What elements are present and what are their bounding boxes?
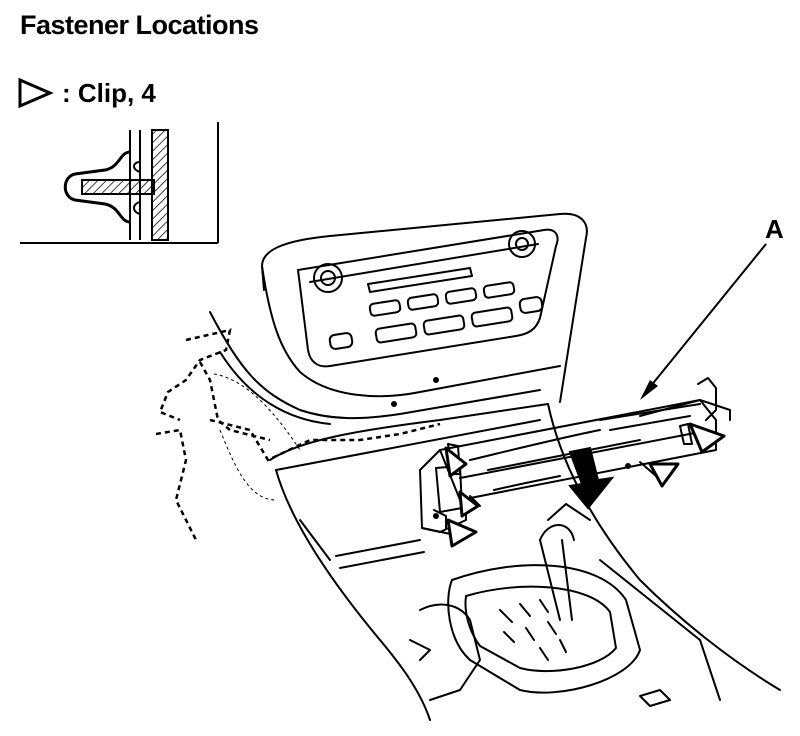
clip-marker-icon (458, 490, 480, 518)
callout-label-a: A (765, 214, 784, 244)
clip-detail-inset (20, 122, 219, 244)
clip-marker-icon (446, 518, 478, 548)
clip-triangle-icon (18, 77, 54, 109)
clip-legend: : Clip, 4 (16, 76, 156, 110)
clip-marker-icon (688, 422, 726, 454)
legend-label: : Clip, 4 (62, 77, 156, 108)
leader-arrowhead-icon (640, 380, 658, 400)
clip-marker-icon (444, 446, 468, 478)
clip-marker-icon (648, 462, 680, 488)
removal-arrow-icon (568, 446, 615, 510)
page-title: Fastener Locations (20, 10, 259, 40)
